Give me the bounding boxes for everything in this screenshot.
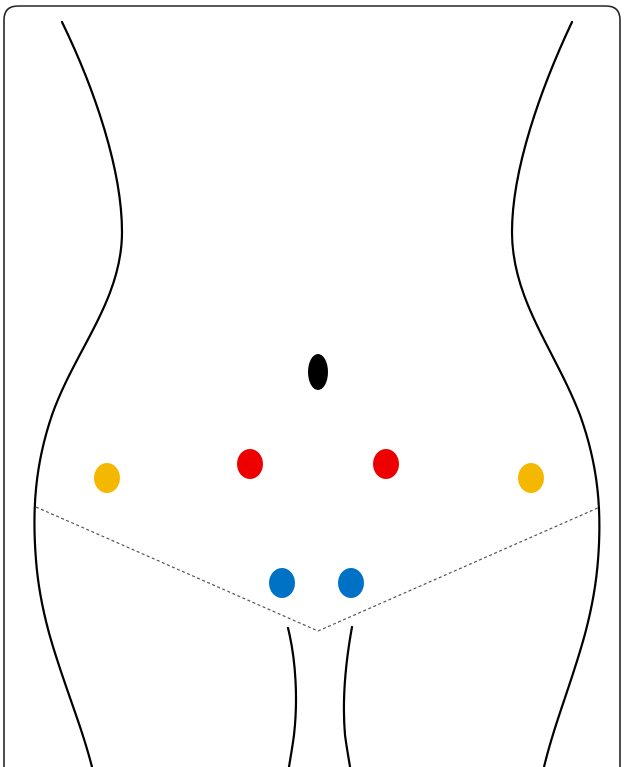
- blue-port-left: [269, 568, 295, 598]
- torso-outline-right: [512, 22, 599, 767]
- inner-thigh-left: [288, 628, 296, 767]
- yellow-port-left: [94, 463, 120, 493]
- inguinal-line: [36, 507, 600, 631]
- red-port-left: [237, 449, 263, 479]
- yellow-port-right: [518, 463, 544, 493]
- red-port-right: [373, 449, 399, 479]
- umbilicus-marker: [308, 354, 328, 390]
- torso-outline-left: [34, 22, 122, 767]
- inner-thigh-right: [344, 627, 352, 767]
- blue-port-right: [338, 568, 364, 598]
- diagram-frame: [4, 6, 620, 767]
